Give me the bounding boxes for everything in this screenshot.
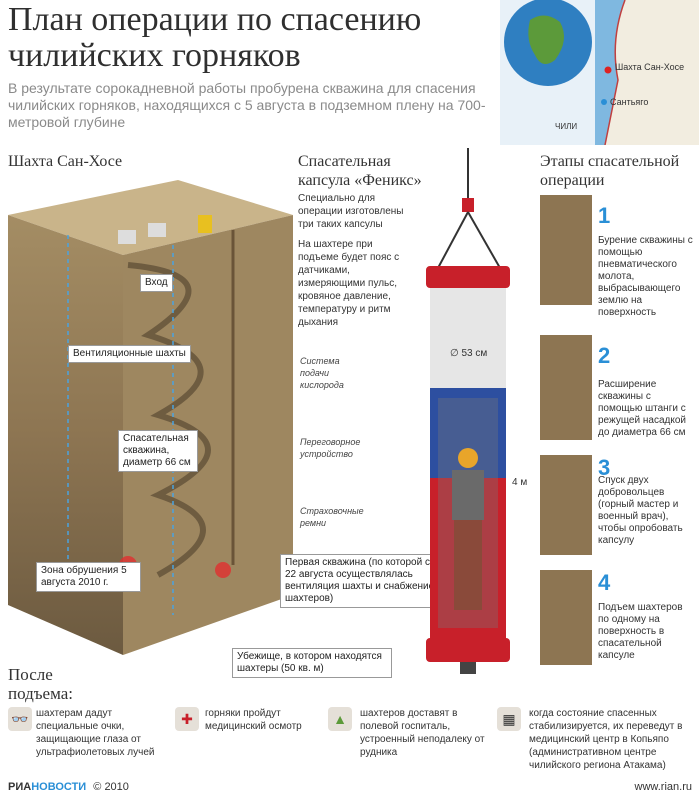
after-item-4-text: когда состояние спасенных стабилизируетс… — [529, 708, 683, 771]
stage-1-text: Бурение скважины с помощью пневматическо… — [598, 235, 693, 318]
stage-2: 2 Расширение скважины с помощью штанги с… — [540, 335, 695, 450]
capsule-intro: Специально для операции изготовлены три … — [298, 193, 404, 230]
stage-3-text: Спуск двух добровольцев (горный мастер и… — [598, 475, 683, 546]
label-collapse: Зона обрушения 5 августа 2010 г. — [36, 562, 141, 592]
footer-logo-ria: РИА — [8, 781, 32, 793]
map-city-label: Сантьяго — [610, 97, 649, 107]
after-item-1: 👓 шахтерам дадут специальные очки, защищ… — [8, 707, 168, 762]
capsule-diameter: ∅ 53 см — [450, 348, 488, 359]
stage-3: 3 Спуск двух добровольцев (горный мастер… — [540, 455, 695, 565]
capsule-comm: Переговорное устройство — [300, 437, 361, 459]
after-item-3-text: шахтеров доставят в полевой госпиталь, у… — [360, 708, 485, 758]
footer-site[interactable]: www.rian.ru — [634, 781, 692, 793]
mine-block-graphic — [8, 180, 293, 655]
tent-icon: ▲ — [328, 707, 352, 731]
location-map: Шахта Сан-Хосе Сантьяго ЧИЛИ — [500, 0, 699, 146]
capsule-heading: Спасательная капсула «Феникс» — [298, 153, 422, 189]
label-shelter: Убежище, в котором находятся шахтеры (50… — [232, 648, 392, 678]
stage-2-image — [540, 335, 592, 440]
label-ventilation: Вентиляционные шахты — [68, 345, 191, 363]
capsule-belt: На шахтере при подъеме будет пояс с датч… — [298, 239, 400, 328]
globe-graphic — [504, 0, 699, 146]
map-mine-label: Шахта Сан-Хосе — [615, 62, 685, 72]
capsule-straps: Страховочные ремни — [300, 506, 364, 528]
stage-3-number: 3 — [598, 455, 611, 480]
page-subtitle: В результате сорокадневной работы пробур… — [8, 80, 486, 130]
stage-1: 1 Бурение скважины с помощью пневматичес… — [540, 195, 695, 318]
stage-1-number: 1 — [598, 203, 611, 228]
footer: РИАНОВОСТИ © 2010 www.rian.ru — [8, 781, 698, 799]
capsule-oxygen: Система подачи кислорода — [300, 356, 344, 390]
map-country-label: ЧИЛИ — [555, 122, 578, 131]
after-heading: После подъема: — [8, 665, 74, 703]
after-item-3: ▲ шахтеров доставят в полевой госпиталь,… — [328, 707, 488, 762]
stage-4-number: 4 — [598, 570, 611, 595]
after-item-1-text: шахтерам дадут специальные очки, защищаю… — [36, 708, 155, 758]
stage-4: 4 Подъем шахтеров по одному на поверхнос… — [540, 570, 695, 670]
hospital-icon: ▦ — [497, 707, 521, 731]
label-rescue-well: Спасательная скважина, диаметр 66 см — [118, 430, 198, 472]
capsule-graphic — [420, 148, 530, 688]
after-item-2-text: горняки пройдут медицинский осмотр — [205, 708, 302, 732]
glasses-icon: 👓 — [8, 707, 32, 731]
stages-heading: Этапы спасательной операции — [540, 153, 680, 189]
stage-4-text: Подъем шахтеров по одному на поверхность… — [598, 602, 683, 661]
stage-1-image — [540, 195, 592, 305]
stage-2-number: 2 — [598, 343, 611, 368]
medical-icon: ✚ — [175, 707, 199, 731]
footer-copyright: © 2010 — [93, 781, 129, 793]
capsule-svg — [426, 148, 510, 674]
footer-logo-novosti: НОВОСТИ — [31, 781, 87, 793]
label-first-well: Первая скважина (по которой с 22 августа… — [280, 554, 445, 608]
mine-heading: Шахта Сан-Хосе — [8, 153, 123, 170]
after-item-4: ▦ когда состояние спасенных стабилизируе… — [497, 707, 697, 771]
stage-4-image — [540, 570, 592, 665]
mine-cross-section — [8, 175, 293, 655]
stage-3-image — [540, 455, 592, 555]
after-item-2: ✚ горняки пройдут медицинский осмотр — [175, 707, 325, 747]
page-title: План операции по спасению чилийских горн… — [8, 1, 422, 74]
label-entrance: Вход — [140, 274, 173, 292]
capsule-height: 4 м — [512, 477, 528, 488]
stage-2-text: Расширение скважины с помощью штанги с р… — [598, 379, 686, 438]
